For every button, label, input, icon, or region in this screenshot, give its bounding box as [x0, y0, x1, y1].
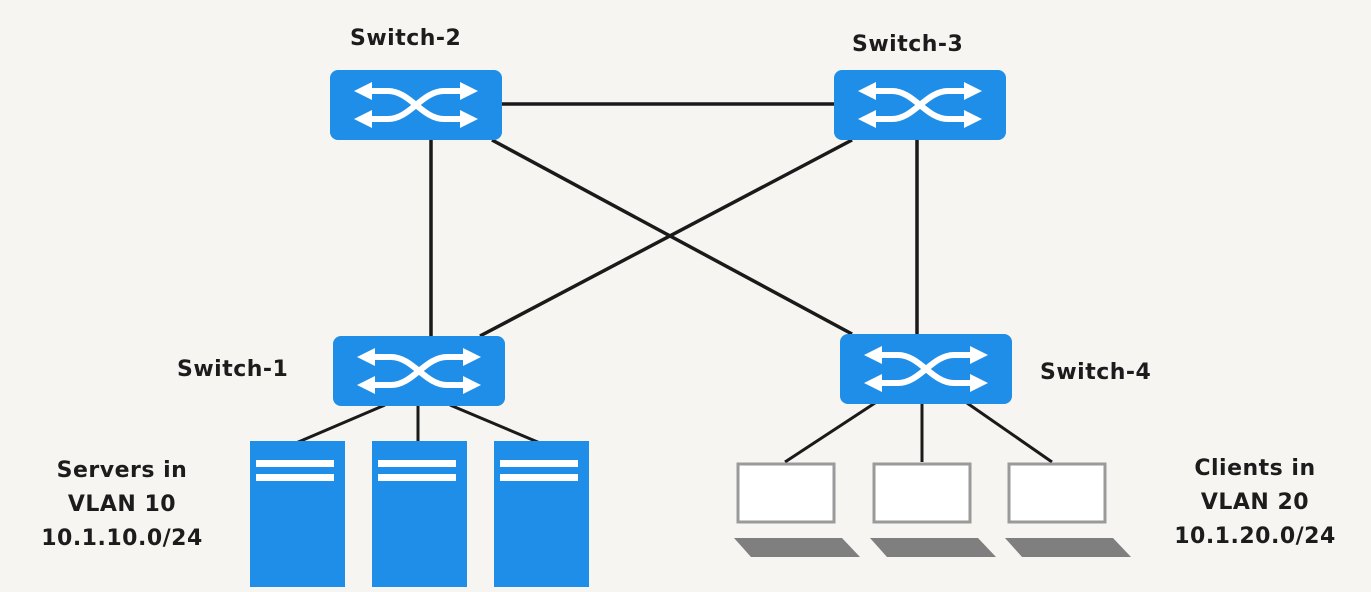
servers-vlan: VLAN 10 — [67, 492, 177, 517]
laptop-icon — [868, 462, 998, 559]
link-switch1-server1 — [295, 403, 386, 445]
clients-vlan: VLAN 20 — [1200, 490, 1310, 515]
server-icon — [250, 441, 345, 587]
link-switch3-switch1 — [479, 138, 853, 338]
connection-lines — [429, 102, 919, 338]
link-switch4-client1 — [784, 401, 876, 464]
clients-group-title: Clients in — [1194, 456, 1316, 481]
switch-1-icon — [333, 336, 505, 406]
link-switch1-server3 — [449, 403, 541, 445]
switch-4-icon — [840, 334, 1012, 404]
link-switch4-client3 — [966, 401, 1053, 464]
link-switch2-switch4 — [491, 138, 853, 336]
access-lines — [295, 401, 1053, 464]
switch-3-label: Switch-3 — [852, 32, 964, 57]
switch-2-icon — [330, 70, 502, 140]
switch-4-label: Switch-4 — [1040, 360, 1152, 385]
server-icon — [372, 441, 467, 587]
clients-group-label: Clients in VLAN 20 10.1.20.0/24 — [1155, 452, 1355, 554]
server-group — [250, 441, 589, 587]
servers-group-title: Servers in — [56, 458, 188, 483]
switch-2-label: Switch-2 — [350, 26, 462, 51]
clients-subnet: 10.1.20.0/24 — [1174, 524, 1336, 549]
servers-group-label: Servers in VLAN 10 10.1.10.0/24 — [22, 454, 222, 556]
switch-1-label: Switch-1 — [177, 357, 289, 382]
laptop-icon — [732, 462, 862, 559]
laptop-icon — [1003, 462, 1133, 559]
client-group — [732, 462, 1133, 559]
servers-subnet: 10.1.10.0/24 — [41, 526, 203, 551]
switch-3-icon — [834, 70, 1006, 140]
server-icon — [494, 441, 589, 587]
